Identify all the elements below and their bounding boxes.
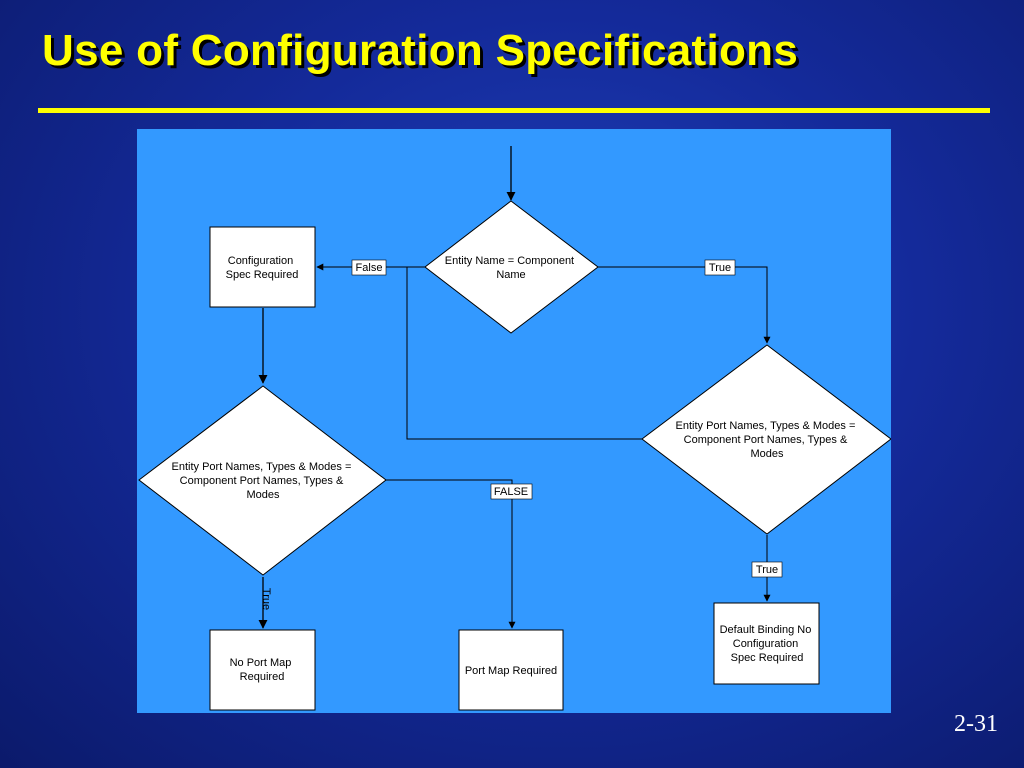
- edge-label-false-top: False: [351, 259, 387, 276]
- edge-loop-left: [406, 267, 642, 440]
- svg-text:Entity Port Names, Types & Mod: Entity Port Names, Types & Modes = Compo…: [172, 461, 355, 501]
- page-number: 2-31: [954, 711, 998, 737]
- svg-text:Entity Name = Component: Entity Name = Component Name: [445, 255, 577, 281]
- svg-text:Default Binding No Con: Default Binding No Configuration Spec Re…: [720, 624, 815, 664]
- edge-label-true-top: True: [704, 259, 736, 276]
- process-default-binding: Default Binding No Configuration Spec Re…: [713, 602, 820, 685]
- flowchart-panel: Entity Name = Component Name Configurati…: [137, 129, 891, 713]
- edge-false-to-portmap: [386, 479, 516, 629]
- svg-text:Configuration Spec Req: Configuration Spec Required: [226, 255, 299, 281]
- slide-title: Use of Configuration Specifications: [42, 26, 799, 75]
- svg-text:FALSE: FALSE: [494, 486, 528, 498]
- edge-label-false-left: FALSE: [490, 483, 533, 500]
- title-underline: [38, 108, 990, 113]
- svg-text:True: True: [756, 564, 778, 576]
- process-no-port-map: No Port Map Required: [209, 629, 316, 711]
- edge-true-to-right-decision: [598, 266, 771, 344]
- svg-text:True: True: [709, 262, 731, 274]
- process-config-spec-required: Configuration Spec Required: [209, 226, 316, 308]
- edge-label-true-right: True: [751, 561, 783, 578]
- process-port-map-required: Port Map Required: [458, 629, 564, 711]
- svg-text:Port Map Required: Port Map Required: [465, 665, 557, 677]
- svg-text:No Port Map Required: No Port Map Required: [230, 657, 295, 683]
- svg-text:False: False: [356, 262, 383, 274]
- decision-ports-right: Entity Port Names, Types & Modes = Compo…: [641, 344, 891, 535]
- flowchart: Entity Name = Component Name Configurati…: [138, 146, 891, 711]
- edge-label-true-left: True: [260, 588, 272, 610]
- svg-text:Entity Port Names, Types & Mod: Entity Port Names, Types & Modes = Compo…: [676, 420, 859, 460]
- decision-entity-name: Entity Name = Component Name: [424, 200, 599, 334]
- decision-ports-left: Entity Port Names, Types & Modes = Compo…: [138, 385, 387, 576]
